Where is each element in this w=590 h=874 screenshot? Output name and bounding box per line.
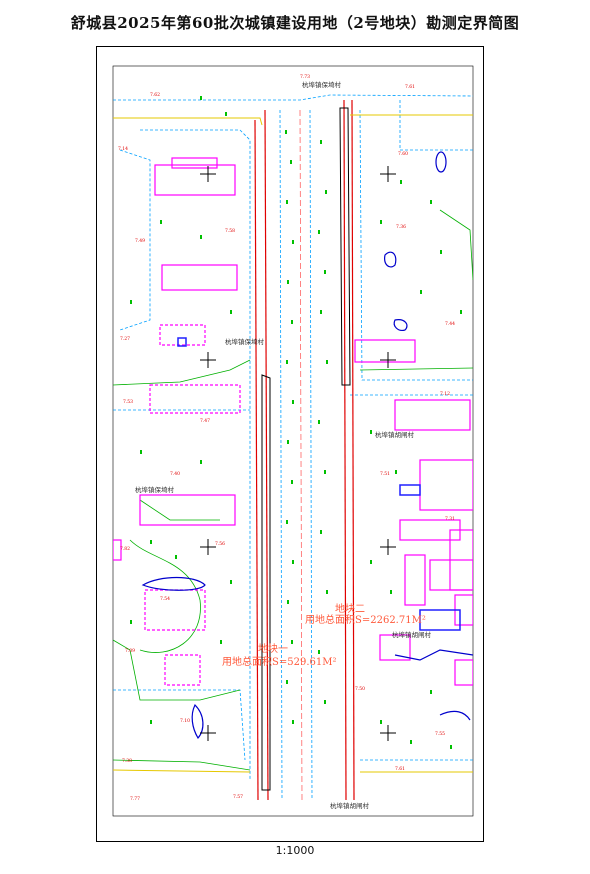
elevation-label: 7.40	[170, 471, 180, 477]
tree-marks	[130, 96, 462, 749]
elevation-label: 7.27	[120, 336, 130, 342]
elevation-label: 7.53	[123, 399, 133, 405]
elevation-label: 7.10	[180, 718, 190, 724]
village-label: 杭埠镇保埼村	[225, 337, 265, 346]
road-lines	[254, 99, 355, 801]
water-bodies	[141, 151, 473, 740]
elevation-label: 7.14	[118, 146, 128, 152]
elevation-label: 7.77	[130, 796, 140, 802]
village-label: 杭埠镇保埼村	[302, 80, 342, 89]
elevation-label: 7.36	[396, 224, 406, 230]
elevation-label: 7.61	[395, 766, 405, 772]
elevation-label: 7.44	[445, 321, 455, 327]
blue-buildings	[177, 337, 461, 631]
parcel2-area: 用地总面积S=2262.71M²	[305, 613, 426, 626]
elevation-label: 7.50	[355, 686, 365, 692]
parcel2-name: 地块二	[335, 602, 365, 615]
elevation-labels: 7.73 7.61 7.62 7.14 7.60 7.58 7.49 7.36 …	[118, 74, 455, 802]
elevation-label: 7.57	[233, 794, 243, 800]
elevation-label: 7.49	[135, 238, 145, 244]
scale-label: 1:1000	[275, 844, 315, 857]
village-label: 杭埠镇胡闸村	[375, 430, 415, 439]
village-label: 杭埠镇保埼村	[135, 485, 175, 494]
road-centerline	[299, 109, 303, 801]
elevation-label: 7.56	[215, 541, 225, 547]
parcel1-name: 地块一	[258, 642, 288, 655]
vegetation-lines	[113, 209, 473, 771]
parcel-boundary	[261, 107, 351, 791]
elevation-label: 7.31	[445, 516, 455, 522]
parcel1-area: 用地总面积S=529.61M²	[222, 655, 336, 668]
elevation-label: 7.54	[160, 596, 170, 602]
elevation-label: 7.60	[398, 151, 408, 157]
village-label: 杭埠镇胡闸村	[330, 801, 370, 810]
elevation-label: 7.38	[122, 758, 132, 764]
elevation-label: 7.82	[120, 546, 130, 552]
map-frame	[96, 46, 484, 842]
elevation-label: 7.61	[405, 84, 415, 90]
grid-crosses	[200, 166, 396, 741]
boundary-lines	[113, 94, 473, 801]
elevation-label: 7.47	[200, 418, 210, 424]
elevation-label: 7.55	[435, 731, 445, 737]
elevation-label: 7.58	[225, 228, 235, 234]
map-area	[112, 65, 474, 817]
village-label: 杭埠镇胡闸村	[392, 630, 432, 639]
elevation-label: 7.12	[440, 391, 450, 397]
elevation-label: 7.62	[150, 92, 160, 98]
yellow-lines	[113, 114, 473, 773]
elevation-label: 7.73	[300, 74, 310, 80]
elevation-label: 7.51	[380, 471, 390, 477]
elevation-label: 7.09	[125, 648, 135, 654]
map-title: 舒城县2025年第60批次城镇建设用地（2号地块）勘测定界简图	[70, 14, 520, 32]
